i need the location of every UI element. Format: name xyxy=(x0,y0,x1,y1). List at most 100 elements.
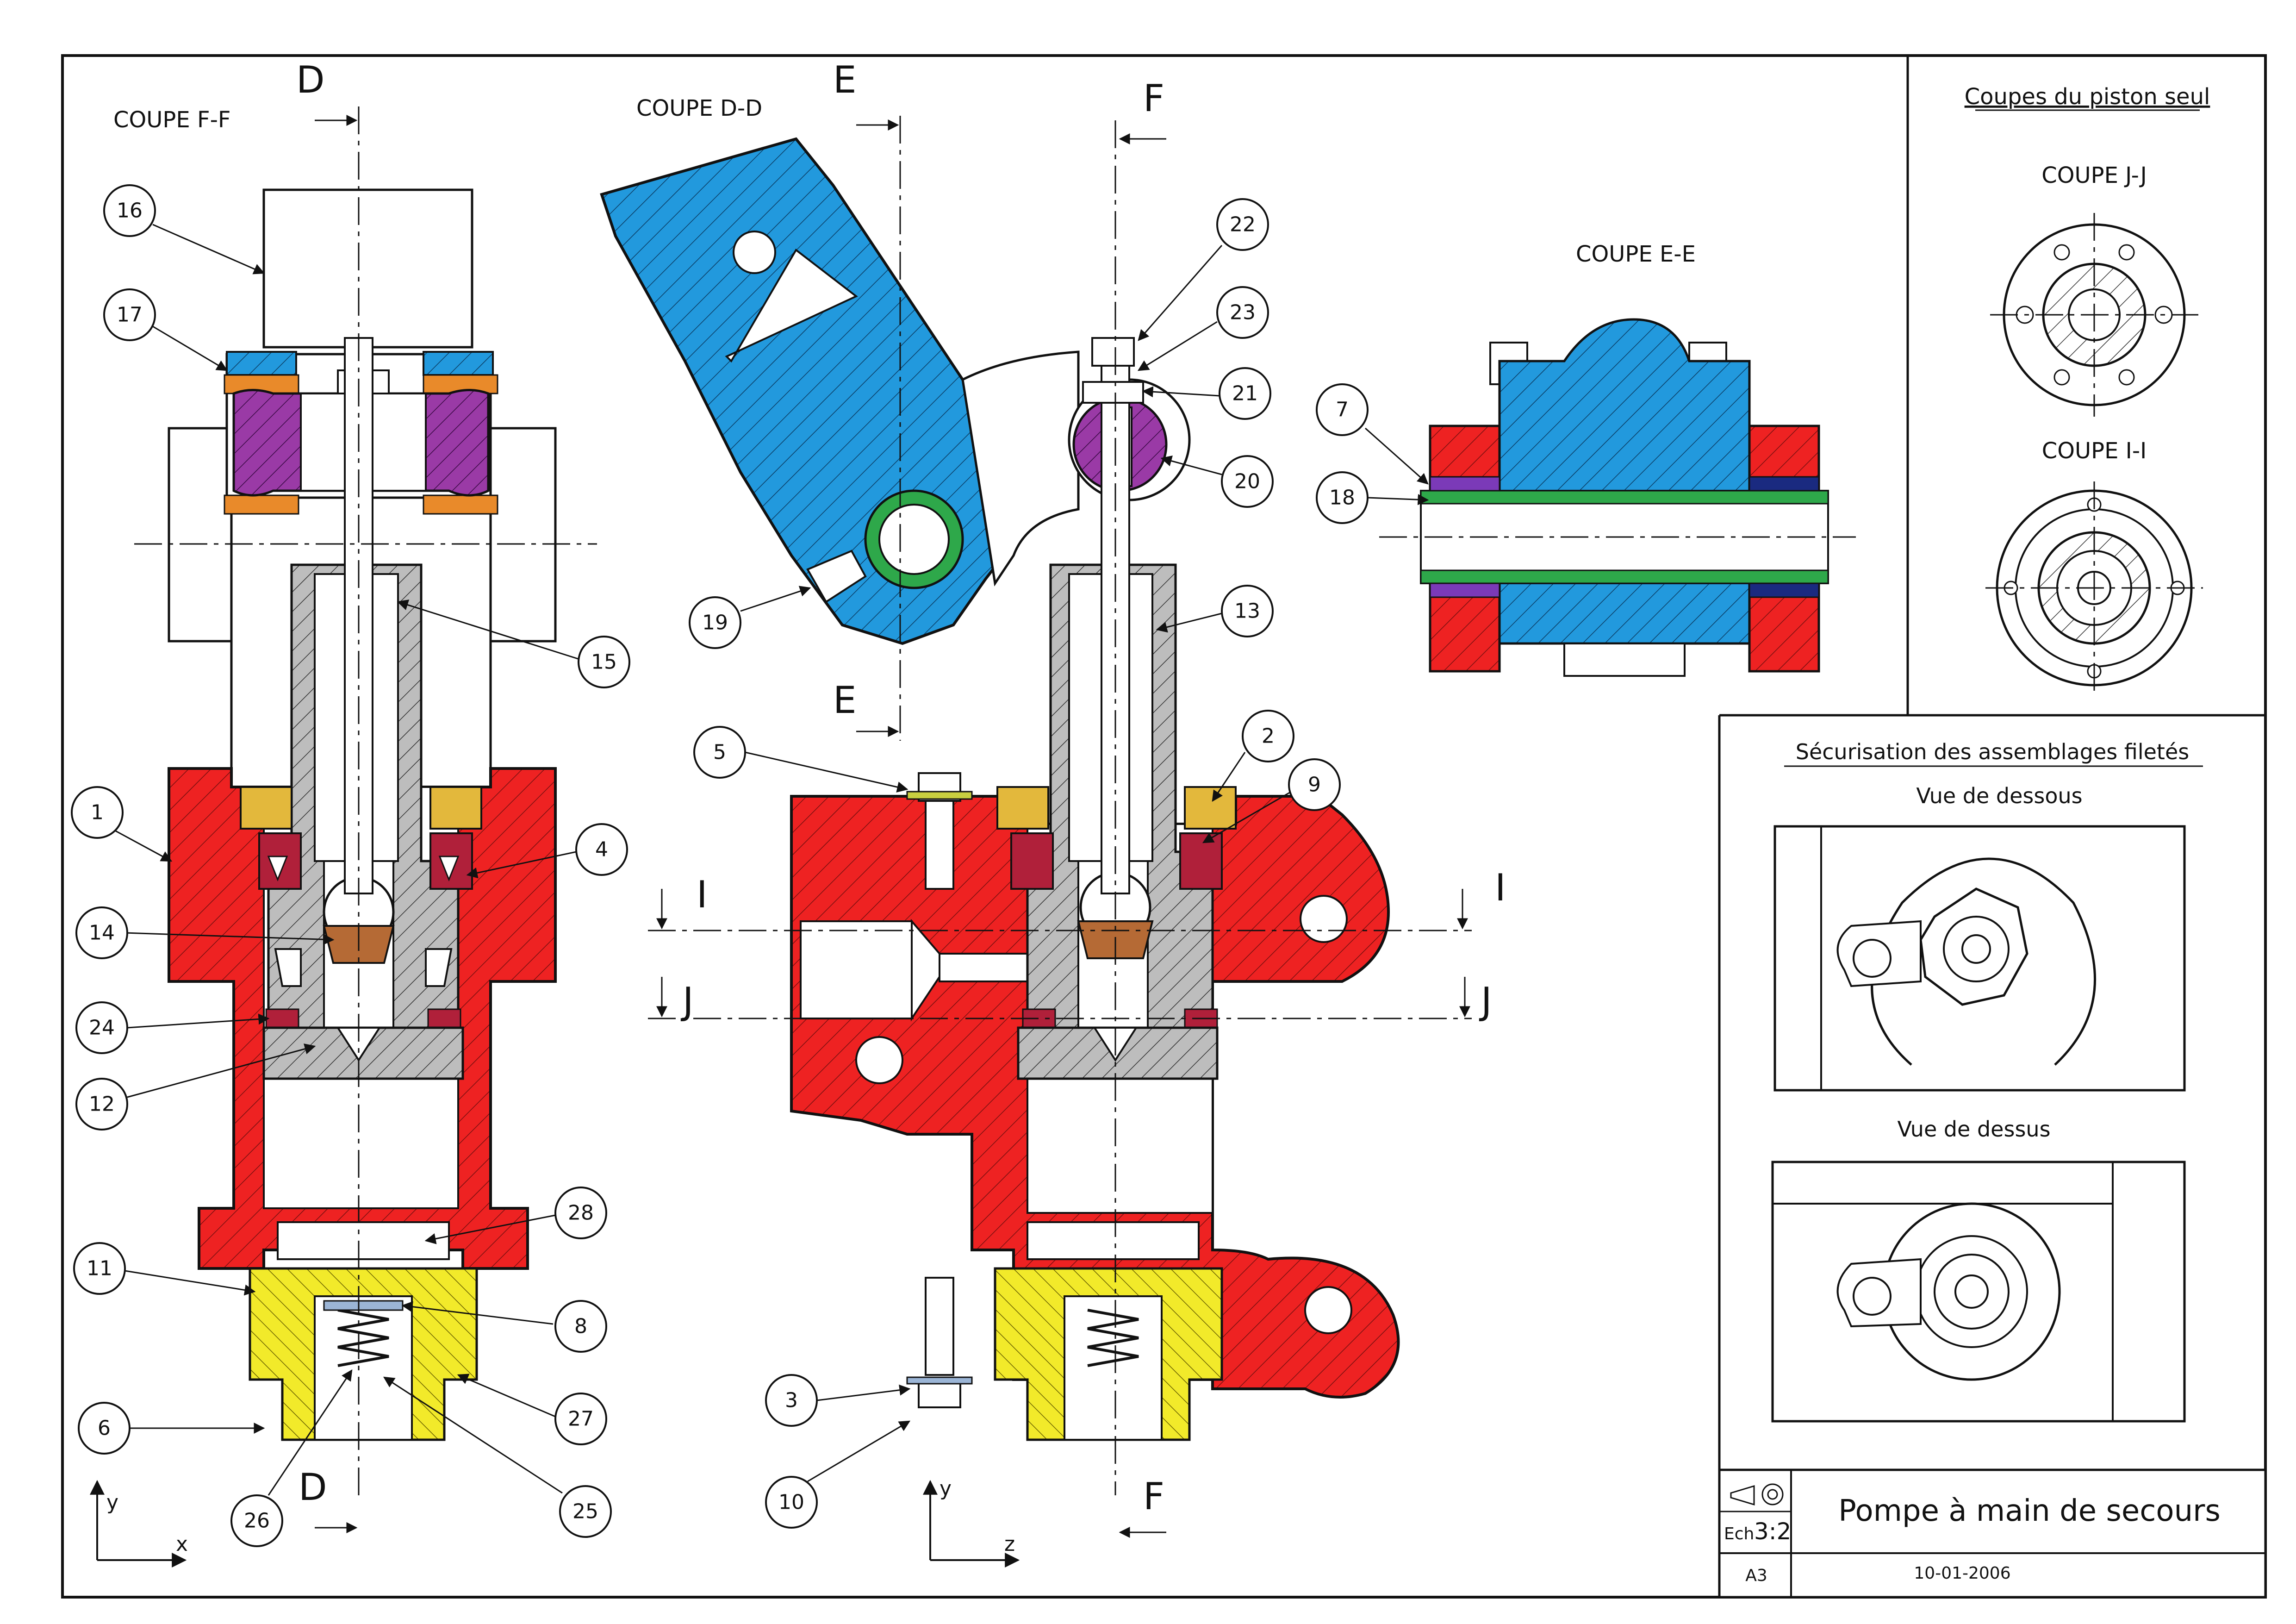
coupe-dd-title: COUPE D-D xyxy=(636,95,762,121)
balloon-15-label: 15 xyxy=(591,650,617,674)
balloon-27 xyxy=(554,1393,607,1445)
balloon-23 xyxy=(1216,286,1269,339)
section-d-top: D xyxy=(296,58,325,101)
balloon-28 xyxy=(554,1187,607,1239)
balloon-6 xyxy=(78,1402,131,1455)
balloon-7-label: 7 xyxy=(1336,398,1349,422)
section-e-mid: E xyxy=(833,679,857,722)
section-i-left: I xyxy=(697,873,708,916)
sheet-format: A3 xyxy=(1745,1566,1767,1585)
balloon-11-label: 11 xyxy=(87,1257,112,1280)
balloon-13 xyxy=(1221,585,1274,637)
gland-ff-left xyxy=(240,786,292,830)
scale-label: Ech xyxy=(1724,1524,1754,1543)
balloon-20-label: 20 xyxy=(1234,470,1260,493)
balloon-13-label: 13 xyxy=(1234,600,1260,623)
coupe-ff-title: COUPE F-F xyxy=(113,107,231,133)
balloon-22-label: 22 xyxy=(1230,213,1256,237)
balloon-18-label: 18 xyxy=(1329,486,1355,510)
coupe-ee-title: COUPE E-E xyxy=(1576,241,1696,267)
sheet-frame xyxy=(61,54,2267,1599)
balloon-4-label: 4 xyxy=(595,838,608,862)
section-j-left: J xyxy=(680,980,694,1023)
axis-left-y: y xyxy=(106,1491,118,1514)
coupe-ee-view: COUPE E-E xyxy=(1379,241,1856,677)
piston-sections: Coupes du piston seul COUPE J-J COUPE I-… xyxy=(1965,84,2210,694)
balloon-2 xyxy=(1242,710,1294,762)
balloon-21-label: 21 xyxy=(1232,382,1258,406)
section-f-top: F xyxy=(1143,77,1164,120)
balloon-11 xyxy=(73,1242,126,1295)
coupe-ii-title: COUPE I-I xyxy=(2042,438,2147,464)
port-dd xyxy=(800,920,913,1019)
balloon-22 xyxy=(1216,198,1269,251)
title-block: Ech 3:2 Pompe à main de secours A3 10-01… xyxy=(1718,1468,2267,1599)
balloon-21 xyxy=(1219,367,1271,420)
section-j-right: J xyxy=(1479,980,1492,1023)
balloon-3 xyxy=(765,1374,818,1427)
balloon-17-label: 17 xyxy=(117,303,143,327)
spring-ff xyxy=(337,1309,389,1367)
balloon-8-label: 8 xyxy=(574,1315,587,1338)
balloon-26 xyxy=(230,1494,283,1547)
balloon-1 xyxy=(71,786,124,839)
axis-mid-z: z xyxy=(1004,1532,1015,1556)
balloon-25 xyxy=(559,1485,612,1538)
balloon-4 xyxy=(575,823,628,876)
screw-3 xyxy=(925,1277,954,1376)
balloon-19-label: 19 xyxy=(702,611,728,635)
axes-left: y x xyxy=(90,1480,188,1568)
balloon-12 xyxy=(75,1078,128,1131)
coupe-ff-view: COUPE F-F xyxy=(113,106,597,1500)
balloons: 16 17 15 1 4 14 24 12 11 28 8 27 xyxy=(71,184,1429,1547)
drawing-date: 10-01-2006 xyxy=(1914,1564,2010,1583)
balloon-20 xyxy=(1221,455,1274,508)
vue-dessus-label: Vue de dessus xyxy=(1897,1117,2050,1142)
balloon-16 xyxy=(103,184,156,237)
section-d-bottom: D xyxy=(299,1466,327,1509)
orange-seal-bottom xyxy=(224,494,299,515)
balloon-7 xyxy=(1316,383,1369,436)
axes-mid: y z xyxy=(923,1477,1020,1568)
balloon-5 xyxy=(693,726,746,779)
handle-16 xyxy=(262,188,473,349)
balloon-16-label: 16 xyxy=(117,199,143,223)
section-f-bottom: F xyxy=(1143,1475,1164,1518)
balloon-27-label: 27 xyxy=(568,1407,594,1431)
section-e-top: E xyxy=(833,58,857,101)
balloon-8 xyxy=(554,1300,607,1353)
balloon-12-label: 12 xyxy=(89,1093,115,1116)
balloon-23-label: 23 xyxy=(1230,301,1256,325)
balloon-3-label: 3 xyxy=(785,1389,798,1412)
balloon-1-label: 1 xyxy=(91,801,104,824)
lever-link xyxy=(961,350,1080,587)
axis-left-x: x xyxy=(176,1532,188,1556)
coupe-jj-title: COUPE J-J xyxy=(2041,162,2147,188)
balloon-6-label: 6 xyxy=(98,1417,111,1440)
balloon-26-label: 26 xyxy=(244,1509,270,1533)
blue-caps xyxy=(226,351,297,376)
projection-symbol-icon xyxy=(1730,1485,1755,1506)
balloon-9-label: 9 xyxy=(1308,773,1321,797)
balloon-19 xyxy=(689,596,741,649)
balloon-10-label: 10 xyxy=(778,1491,804,1514)
balloon-14-label: 14 xyxy=(89,921,115,945)
lever-ee xyxy=(1498,318,1751,645)
balloon-28-label: 28 xyxy=(568,1201,594,1225)
balloon-5-label: 5 xyxy=(713,741,726,764)
balloon-10 xyxy=(765,1476,818,1529)
balloon-17 xyxy=(103,288,156,341)
balloon-2-label: 2 xyxy=(1262,725,1275,748)
coupe-dd-view: COUPE D-D xyxy=(600,95,1472,1495)
scale-value: 3:2 xyxy=(1754,1518,1791,1545)
piston-heading: Coupes du piston seul xyxy=(1965,84,2210,110)
balloon-24-label: 24 xyxy=(89,1016,115,1040)
balloon-14 xyxy=(75,906,128,959)
secu-heading: Sécurisation des assemblages filetés xyxy=(1796,739,2189,764)
balloon-25-label: 25 xyxy=(572,1500,598,1524)
securisation-panel: Sécurisation des assemblages filetés Vue… xyxy=(1771,739,2203,1423)
balloon-24 xyxy=(75,1001,128,1054)
axis-mid-y: y xyxy=(940,1477,952,1500)
balloon-9 xyxy=(1288,758,1341,811)
